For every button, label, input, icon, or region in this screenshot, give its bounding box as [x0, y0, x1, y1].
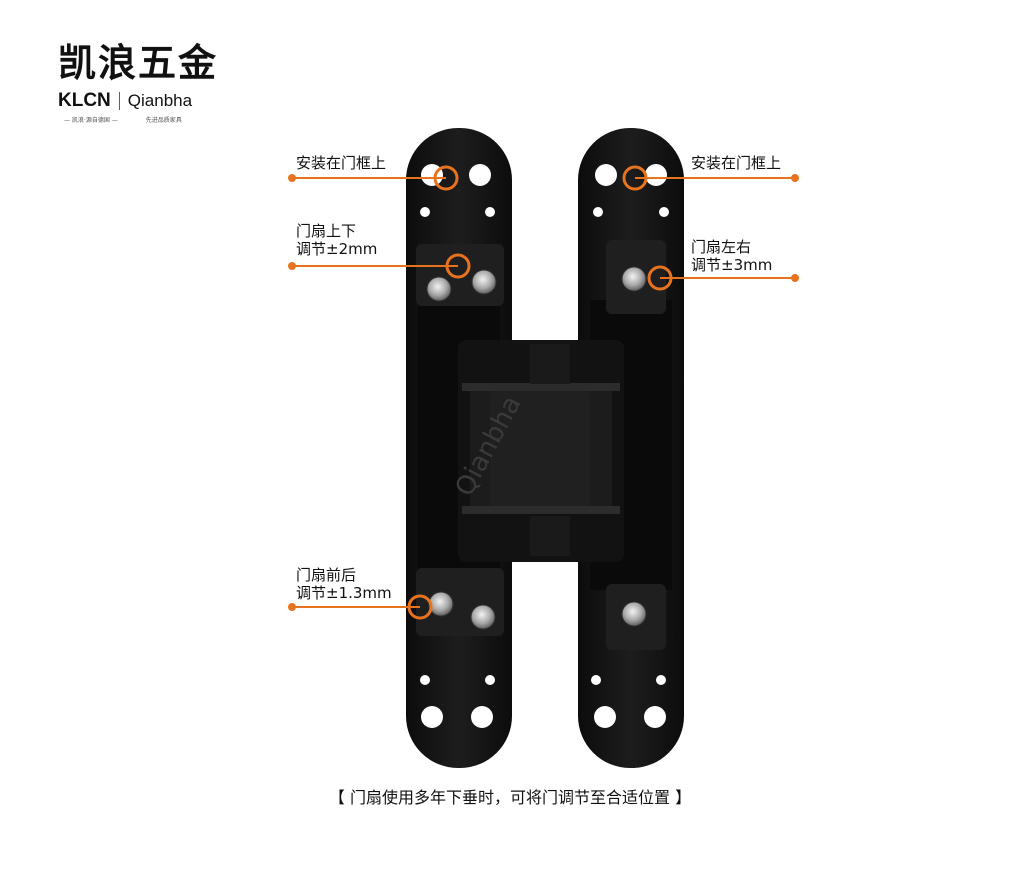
brand-name-cn: 凯浪五金 [58, 41, 219, 85]
label-top-right: 安装在门框上 [691, 154, 782, 172]
callout-pointers [288, 165, 799, 620]
caption-text: 【 门扇使用多年下垂时，可将门调节至合适位置 】 [328, 788, 692, 807]
brand-subtitle: — 凯浪·源自德国 — 先进品质家具 [58, 115, 258, 124]
label-frontback-line2: 调节±1.3mm [296, 584, 392, 602]
label-top-left: 安装在门框上 [296, 154, 387, 172]
label-updown-line1: 门扇上下 [296, 222, 357, 240]
label-leftright-line2: 调节±3mm [691, 256, 773, 274]
hinge-right-leaf [578, 128, 684, 768]
label-updown: 门扇上下 调节±2mm [296, 222, 377, 258]
label-leftright-line1: 门扇左右 [691, 238, 752, 256]
brand-sub-left: — 凯浪·源自德国 — [64, 117, 118, 124]
label-updown-line2: 调节±2mm [296, 240, 378, 258]
label-frontback: 门扇前后 调节±1.3mm [296, 566, 392, 602]
brand-klcn: KLCN [58, 90, 111, 111]
brand-sub-right: 先进品质家具 [145, 117, 182, 124]
hinge-center-block [458, 340, 624, 562]
label-frontback-line1: 门扇前后 [296, 566, 357, 584]
brand-separator [118, 92, 120, 110]
label-leftright: 门扇左右 调节±3mm [691, 238, 772, 274]
brand-qianbha: Qianbha [127, 91, 193, 110]
brand-row: KLCN Qianbha [58, 90, 258, 112]
brand-logo: 凯浪五金 KLCN Qianbha — 凯浪·源自德国 — 先进品质家具 [58, 42, 258, 124]
